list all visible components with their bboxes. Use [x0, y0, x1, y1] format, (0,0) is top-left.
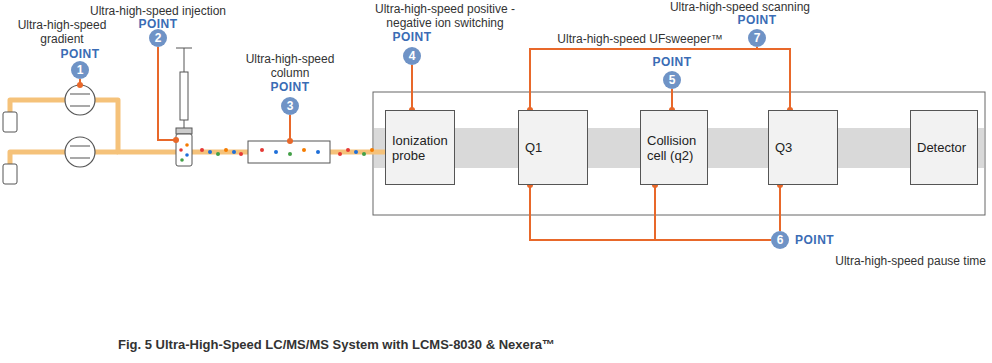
- callout-number: 3: [281, 97, 299, 115]
- analyte-dots: [302, 148, 306, 152]
- syringe: [180, 72, 188, 120]
- component-box: Collision cell (q2): [640, 110, 708, 185]
- solvent-bottle: [3, 164, 17, 184]
- callout-title: Ultra-high-speed positive - negative ion…: [355, 2, 535, 30]
- analyte-dots: [316, 150, 320, 154]
- box-label: Detector: [917, 140, 966, 155]
- box-label: Q1: [525, 140, 542, 155]
- leader-dot: [287, 138, 293, 144]
- callout-number: 5: [663, 71, 681, 89]
- component-box: Detector: [910, 110, 978, 185]
- sample-vial: [176, 128, 192, 134]
- leader-dot: [77, 82, 83, 88]
- leader-line: [158, 47, 176, 140]
- analyte-dots: [260, 148, 264, 152]
- analyte-dots: [338, 152, 342, 156]
- component-box: Ionization probe: [385, 110, 455, 185]
- callout-title: Ultra-high-speed gradient: [12, 18, 112, 46]
- analyte-dots: [224, 148, 228, 152]
- lc-tubing: [10, 100, 65, 118]
- box-text-group: Ionization probe: [392, 133, 448, 163]
- box-text-group: Detector: [917, 140, 966, 155]
- ms-housing: [374, 128, 984, 168]
- sample-vial: [185, 143, 189, 147]
- leader-line: [530, 49, 790, 110]
- leader-line: [779, 185, 781, 231]
- analyte-dots: [274, 150, 278, 154]
- lc-tubing: [10, 100, 385, 172]
- analyte-dots: [200, 148, 374, 156]
- box-label: Collision cell (q2): [647, 133, 701, 163]
- analyte-dots: [208, 150, 212, 154]
- analyte-dots: [370, 148, 374, 152]
- leader-dot: [77, 82, 793, 188]
- sample-vial: [185, 153, 189, 157]
- leader-line: [671, 89, 673, 110]
- analyte-dots: [288, 152, 292, 156]
- analyte-dots: [362, 152, 366, 156]
- callout-number: 7: [748, 29, 766, 47]
- callout-title: Ultra-high-speed scanning: [670, 0, 810, 14]
- callout-number: 6: [771, 231, 789, 249]
- point-label: POINT: [795, 234, 834, 247]
- lc-tubing: [10, 152, 65, 172]
- point-label: POINT: [270, 81, 309, 94]
- pump: [70, 146, 90, 158]
- callout-title: Ultra-high-speed UFsweeper™: [557, 32, 722, 46]
- box-text-group: Collision cell (q2): [647, 133, 701, 163]
- box-label: Q3: [775, 140, 792, 155]
- lc-tubing: [95, 100, 176, 152]
- callout-title: Ultra-high-speed column: [244, 52, 336, 80]
- sample-vial: [176, 128, 192, 166]
- ms-housing: [373, 92, 985, 215]
- column: [248, 141, 330, 163]
- point-label: POINT: [652, 56, 691, 69]
- column: [248, 141, 330, 163]
- callout-title: Ultra-high-speed pause time: [835, 254, 986, 268]
- leader-line: [80, 47, 790, 240]
- leader-dot: [173, 137, 179, 143]
- point-label: POINT: [60, 48, 99, 61]
- solvent-bottle: [3, 112, 17, 184]
- box-label: Ionization probe: [392, 133, 448, 163]
- ms-housing: [373, 92, 985, 215]
- figure-caption: Fig. 5 Ultra-High-Speed LC/MS/MS System …: [118, 337, 555, 352]
- callout-number: 1: [71, 61, 89, 79]
- analyte-dots: [346, 148, 350, 152]
- point-label: POINT: [392, 31, 431, 44]
- box-text-group: Q1: [525, 140, 542, 155]
- syringe: [176, 48, 192, 130]
- analyte-dots: [354, 150, 358, 154]
- analyte-dots: [200, 148, 204, 152]
- leader-line: [530, 185, 771, 240]
- box-text-group: Q3: [775, 140, 792, 155]
- callout-title: Ultra-high-speed injection: [90, 4, 226, 18]
- pump: [65, 137, 95, 167]
- analyte-dots: [232, 150, 236, 154]
- analyte-dots: [216, 152, 220, 156]
- component-box: Q3: [768, 110, 838, 185]
- analyte-dots: [239, 152, 243, 156]
- sample-vial: [180, 158, 184, 162]
- lc-tubing: [95, 150, 118, 155]
- leader-line: [654, 185, 656, 240]
- callout-number: 2: [149, 29, 167, 47]
- pump: [65, 85, 95, 167]
- pump: [65, 85, 95, 115]
- pump: [70, 94, 90, 106]
- syringe: [184, 48, 185, 72]
- callout-number: 4: [403, 47, 421, 65]
- solvent-bottle: [3, 112, 17, 132]
- leader-line: [411, 65, 413, 110]
- point-label: POINT: [737, 14, 776, 27]
- sample-vial: [179, 148, 183, 152]
- component-box: Q1: [518, 110, 588, 185]
- leader-line: [289, 115, 291, 141]
